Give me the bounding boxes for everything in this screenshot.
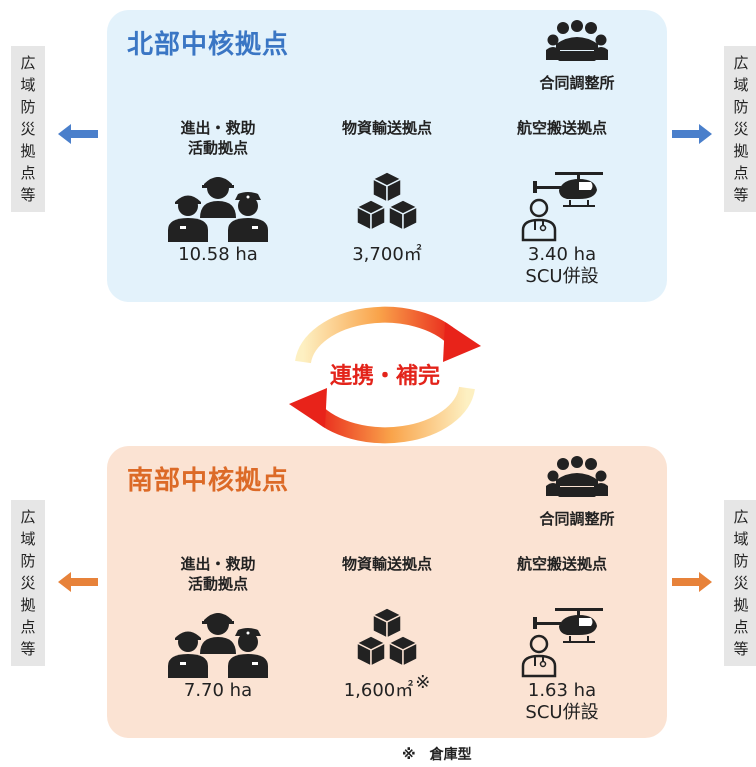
supply-base-column: 物資輸送拠点 1,600㎡※ [307, 554, 467, 702]
rescue-base-heading: 進出・救助活動拠点 [180, 555, 256, 593]
scu-note: SCU併設 [525, 266, 599, 287]
side-char: 防 [733, 98, 749, 116]
north-hub-panel: 北部中核拠点 合同調整所 進出・救助活動拠点 [107, 10, 667, 302]
boxes-icon [356, 607, 418, 667]
side-char: 等 [733, 186, 749, 204]
scu-note: SCU併設 [525, 702, 599, 723]
side-char: 拠 [733, 142, 749, 160]
rescue-base-column: 進出・救助活動拠点 7.70 ha [143, 554, 293, 702]
side-char: 広 [20, 508, 36, 526]
side-char: 点 [20, 164, 36, 182]
rescue-base-area: 7.70 ha [183, 680, 253, 701]
air-transport-area: 3.40 ha [527, 244, 597, 265]
side-char: 域 [20, 530, 36, 548]
warehouse-note-mark: ※ [415, 672, 431, 693]
coordination-office: 合同調整所 [527, 456, 627, 529]
coordination-label: 合同調整所 [539, 74, 615, 92]
side-char: 防 [733, 552, 749, 570]
cooperation-cycle: 連携・補完 [285, 300, 485, 450]
air-transport-heading: 航空搬送拠点 [516, 555, 607, 573]
side-char: 域 [733, 530, 749, 548]
footnote: ※ 倉庫型 [402, 747, 472, 763]
supply-base-column: 物資輸送拠点 3,700㎡ [307, 118, 467, 266]
side-char: 広 [733, 54, 749, 72]
side-char: 点 [733, 164, 749, 182]
air-transport-column: 航空搬送拠点 1.63 ha SCU併設 [477, 554, 647, 724]
arrow-right-icon [672, 572, 712, 592]
rescue-base-column: 進出・救助活動拠点 10.58 ha [143, 118, 293, 266]
side-char: 災 [20, 574, 36, 592]
side-char: 拠 [20, 142, 36, 160]
arrow-left-icon [58, 572, 98, 592]
north-hub-title: 北部中核拠点 [127, 30, 290, 60]
rescue-base-area: 10.58 ha [178, 244, 258, 265]
supply-base-area: 1,600㎡※ [343, 672, 431, 701]
cooperation-label: 連携・補完 [329, 364, 440, 389]
helicopter-icon [521, 172, 603, 242]
rescue-workers-icon [168, 613, 268, 678]
air-transport-area: 1.63 ha [527, 680, 597, 701]
side-char: 災 [733, 574, 749, 592]
side-char: 等 [20, 186, 36, 204]
meeting-icon [546, 20, 608, 61]
side-char: 拠 [733, 596, 749, 614]
side-char: 広 [733, 508, 749, 526]
coordination-office: 合同調整所 [527, 20, 627, 93]
side-char: 広 [20, 54, 36, 72]
side-char: 点 [20, 618, 36, 636]
south-hub-panel: 南部中核拠点 合同調整所 進出・救助活動拠点 [107, 446, 667, 738]
helicopter-icon [521, 608, 603, 678]
rescue-workers-icon [168, 177, 268, 242]
supply-base-heading: 物資輸送拠点 [341, 555, 432, 573]
south-hub-title: 南部中核拠点 [127, 466, 290, 496]
supply-base-heading: 物資輸送拠点 [341, 119, 432, 137]
side-char: 等 [733, 640, 749, 658]
air-transport-column: 航空搬送拠点 3.40 ha SCU併設 [477, 118, 647, 288]
side-char: 域 [733, 76, 749, 94]
side-label-bottom-left: 広 域 防 災 拠 点 等 [11, 500, 45, 666]
rescue-base-heading: 進出・救助活動拠点 [180, 119, 256, 157]
side-char: 点 [733, 618, 749, 636]
side-char: 防 [20, 552, 36, 570]
side-char: 災 [20, 120, 36, 138]
side-char: 等 [20, 640, 36, 658]
arrow-left-icon [58, 124, 98, 144]
arrow-right-icon [672, 124, 712, 144]
coordination-label: 合同調整所 [539, 510, 615, 528]
side-label-bottom-right: 広 域 防 災 拠 点 等 [724, 500, 756, 666]
air-transport-heading: 航空搬送拠点 [516, 119, 607, 137]
meeting-icon [546, 456, 608, 497]
side-char: 域 [20, 76, 36, 94]
supply-base-area: 3,700㎡ [352, 244, 422, 265]
side-char: 災 [733, 120, 749, 138]
side-char: 防 [20, 98, 36, 116]
side-label-top-right: 広 域 防 災 拠 点 等 [724, 46, 756, 212]
side-char: 拠 [20, 596, 36, 614]
cycle-arrows-icon [289, 306, 481, 444]
side-label-top-left: 広 域 防 災 拠 点 等 [11, 46, 45, 212]
boxes-icon [356, 171, 418, 231]
